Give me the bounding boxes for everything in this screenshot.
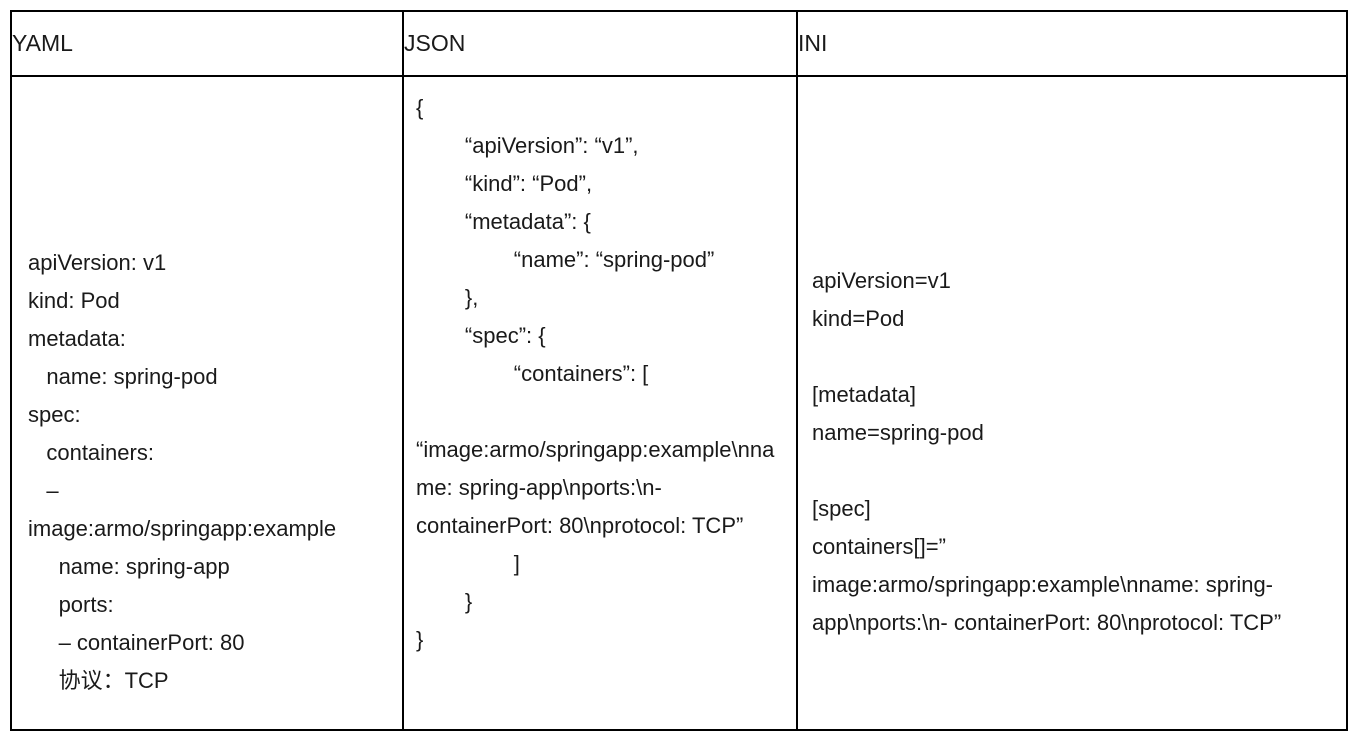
column-header-ini: INI xyxy=(796,10,1348,77)
cell-ini-code: apiVersion=v1 kind=Pod [metadata] name=s… xyxy=(796,75,1348,731)
cell-yaml-code: apiVersion: v1 kind: Pod metadata: name:… xyxy=(10,75,404,731)
cell-json-code: { “apiVersion”: “v1”, “kind”: “Pod”, “me… xyxy=(402,75,798,731)
json-code-block: { “apiVersion”: “v1”, “kind”: “Pod”, “me… xyxy=(416,95,775,652)
table-row: apiVersion: v1 kind: Pod metadata: name:… xyxy=(10,75,1348,731)
table-header: YAML JSON INI xyxy=(10,10,1348,77)
format-comparison-table: YAML JSON INI apiVersion: v1 kind: Pod m… xyxy=(10,10,1348,731)
table-body: apiVersion: v1 kind: Pod metadata: name:… xyxy=(10,75,1348,731)
ini-code-block: apiVersion=v1 kind=Pod [metadata] name=s… xyxy=(812,268,1282,635)
yaml-code-block: apiVersion: v1 kind: Pod metadata: name:… xyxy=(28,250,337,693)
column-header-json: JSON xyxy=(402,10,798,77)
table-header-row: YAML JSON INI xyxy=(10,10,1348,77)
column-header-yaml: YAML xyxy=(10,10,404,77)
